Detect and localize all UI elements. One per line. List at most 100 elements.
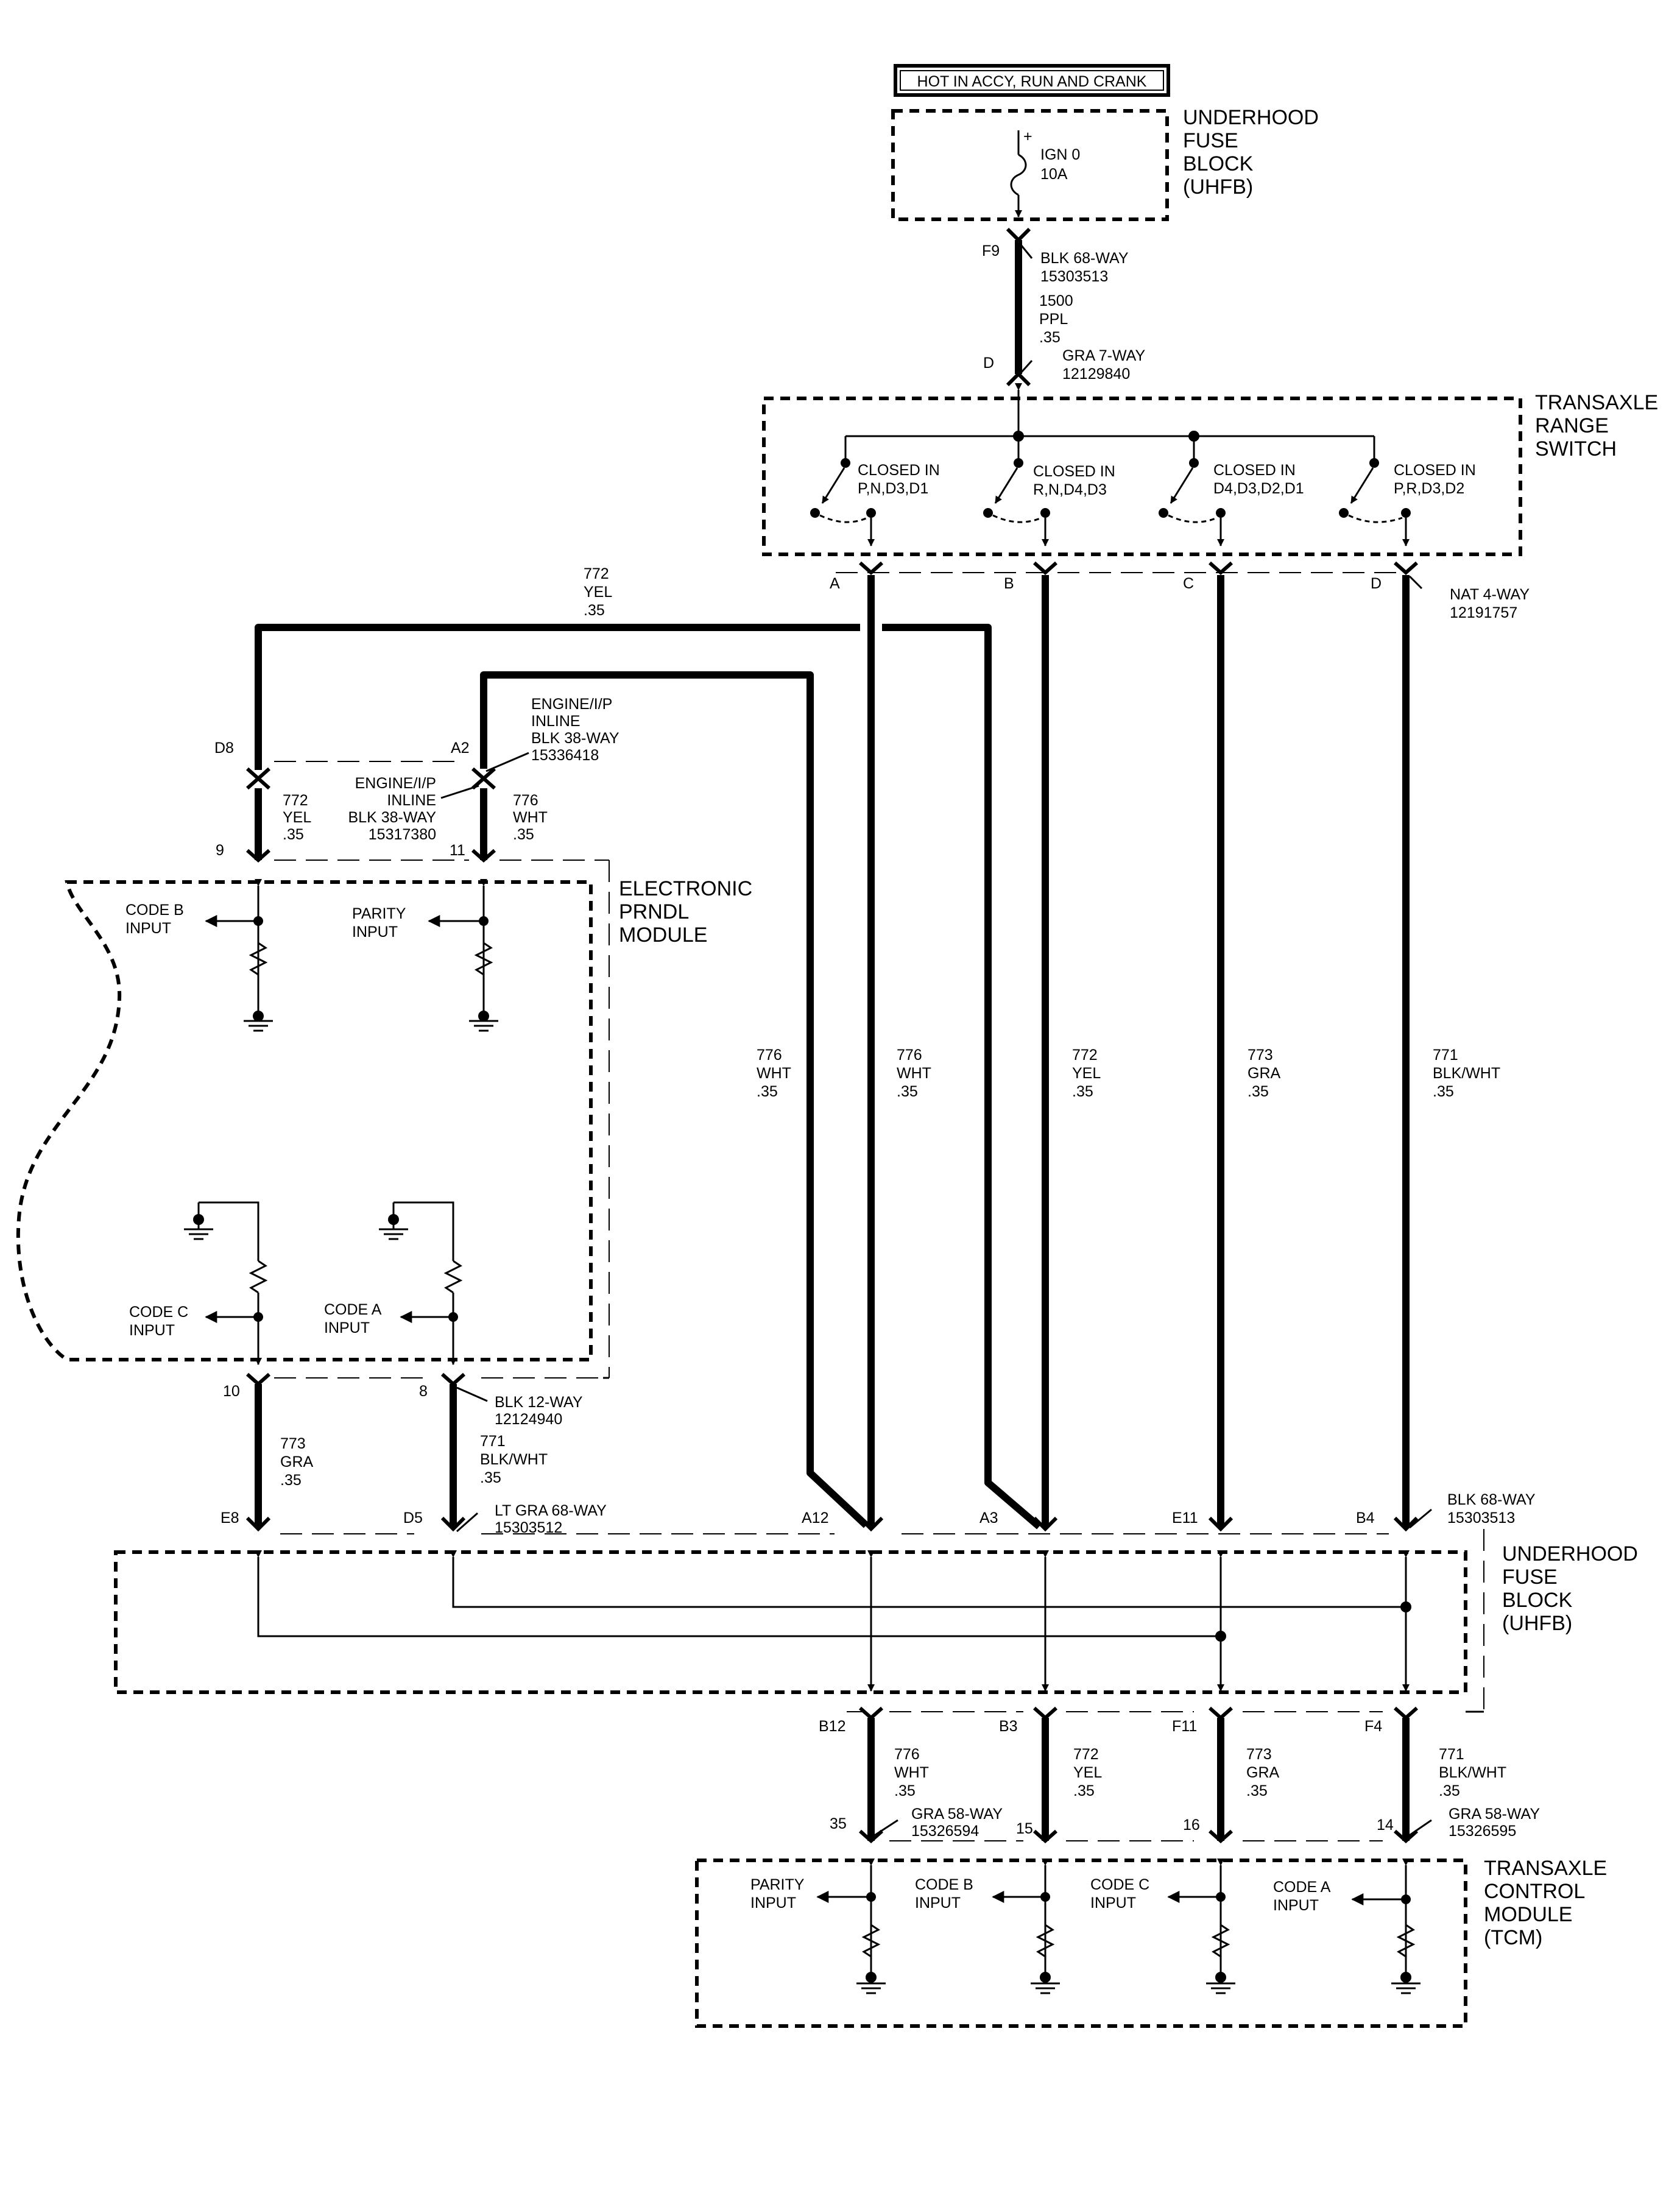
svg-text:E8: E8 [221,1509,239,1527]
svg-text:HOT IN ACCY, RUN AND CRANK: HOT IN ACCY, RUN AND CRANK [917,73,1147,90]
svg-text:F11: F11 [1172,1718,1197,1735]
svg-text:.35: .35 [584,602,605,619]
svg-text:BLK 68-WAY: BLK 68-WAY [1040,250,1129,267]
svg-text:GRA: GRA [1248,1065,1281,1082]
svg-text:A12: A12 [802,1509,828,1527]
uhfb-bottom-box [114,1550,1467,1694]
svg-text:772: 772 [1073,1746,1099,1763]
svg-text:B4: B4 [1356,1509,1375,1527]
svg-text:A2: A2 [451,740,470,757]
prndl-code-a-input: CODE A INPUT [324,1201,463,1365]
svg-text:INPUT: INPUT [352,923,398,941]
svg-text:12129840: 12129840 [1062,365,1130,383]
svg-text:.35: .35 [1248,1083,1269,1100]
svg-text:IGN 0: IGN 0 [1040,146,1080,163]
tcm-code-a-input: CODE A INPUT [1273,1859,1421,1994]
range-switch-contacts [810,383,1411,546]
prndl-module-box [16,860,610,1379]
mid-wire-labels: 776 WHT .35 776 WHT .35 772 YEL .35 773 … [757,1047,1500,1100]
svg-text:GRA: GRA [280,1453,314,1470]
uhfb-bottom-internal [255,1550,1411,1692]
svg-text:+: + [1023,128,1032,145]
inline-connector-38: D8 A2 ENGINE/I/P INLINE BLK 38-WAY 15336… [214,696,619,863]
svg-text:771: 771 [1439,1746,1464,1763]
prndl-parity-input: PARITY INPUT [352,879,498,1032]
svg-text:INPUT: INPUT [129,1322,175,1339]
prndl-bottom-connector: 10 8 BLK 12-WAY 12124940 773 GRA .35 771… [223,1372,603,1532]
prndl-code-c-input: CODE C INPUT [129,1201,268,1365]
svg-text:INPUT: INPUT [1273,1897,1319,1914]
svg-text:10A: 10A [1040,166,1068,183]
svg-text:GRA 7-WAY: GRA 7-WAY [1062,347,1145,364]
svg-text:10: 10 [223,1383,240,1400]
svg-text:773: 773 [1246,1746,1272,1763]
svg-text:R,N,D4,D3: R,N,D4,D3 [1033,481,1107,498]
svg-text:.35: .35 [1439,1782,1460,1799]
svg-text:14: 14 [1377,1816,1394,1834]
svg-text:YEL: YEL [283,809,311,826]
svg-text:INPUT: INPUT [1090,1894,1136,1912]
svg-text:8: 8 [419,1383,428,1400]
svg-text:CLOSED IN: CLOSED IN [858,462,940,479]
svg-text:CLOSED IN: CLOSED IN [1213,462,1296,479]
svg-text:15336418: 15336418 [531,747,599,764]
svg-text:771: 771 [480,1433,506,1450]
svg-text:9: 9 [216,842,224,859]
svg-text:INPUT: INPUT [750,1894,796,1912]
svg-text:PARITY: PARITY [352,905,406,922]
svg-text:D5: D5 [403,1509,423,1527]
svg-text:.35: .35 [1433,1083,1454,1100]
tcm-code-c-input: CODE C INPUT [1090,1859,1235,1994]
range-switch-box [762,397,1522,556]
svg-text:WHT: WHT [897,1065,931,1082]
svg-text:CODE A: CODE A [1273,1879,1331,1896]
svg-text:15303512: 15303512 [495,1519,562,1536]
uhfb-bottom-title: UNDERHOOD FUSE BLOCK (UHFB) [1502,1542,1643,1635]
svg-text:776: 776 [897,1047,922,1064]
svg-text:CODE A: CODE A [324,1301,382,1318]
svg-text:GRA 58-WAY: GRA 58-WAY [911,1806,1003,1823]
svg-text:D: D [983,355,994,372]
svg-text:D4,D3,D2,D1: D4,D3,D2,D1 [1213,480,1304,497]
uhfb-to-tcm-wires: B12 B3 F11 F4 776 WHT .35 772 YEL .35 77… [819,1706,1540,1844]
wire-776-wht-top [480,671,869,1528]
svg-text:YEL: YEL [1072,1065,1101,1082]
svg-text:15303513: 15303513 [1040,268,1108,285]
svg-text:772: 772 [283,792,308,809]
trs-output-wires [858,561,1419,1532]
svg-text:35: 35 [830,1815,847,1832]
svg-text:INLINE: INLINE [387,792,436,809]
svg-text:15326594: 15326594 [911,1823,979,1840]
svg-text:CODE C: CODE C [129,1304,188,1321]
svg-text:BLK/WHT: BLK/WHT [480,1451,548,1468]
svg-text:15303513: 15303513 [1447,1509,1515,1527]
svg-text:NAT 4-WAY: NAT 4-WAY [1450,586,1530,603]
svg-text:GRA 58-WAY: GRA 58-WAY [1449,1806,1540,1823]
svg-text:B: B [1004,575,1014,592]
svg-text:.35: .35 [480,1469,501,1486]
svg-text:INPUT: INPUT [324,1319,370,1336]
svg-text:INPUT: INPUT [125,920,171,937]
svg-text:771: 771 [1433,1047,1458,1064]
range-switch-labels: CLOSED IN P,N,D3,D1 CLOSED IN R,N,D4,D3 … [830,462,1530,621]
svg-text:YEL: YEL [1073,1764,1102,1781]
svg-text:GRA: GRA [1246,1764,1280,1781]
svg-text:A: A [830,575,840,592]
uhfb-top-title: UNDERHOOD FUSE BLOCK (UHFB) [1183,106,1324,199]
tcm-box [695,1859,1467,2028]
svg-text:.35: .35 [894,1782,916,1799]
ign0-fuse: + IGN 0 10A [1010,128,1080,217]
svg-text:INLINE: INLINE [531,713,581,730]
svg-text:F9: F9 [982,242,1000,259]
svg-text:.35: .35 [513,826,534,843]
svg-text:773: 773 [1248,1047,1273,1064]
svg-text:CLOSED IN: CLOSED IN [1033,463,1115,480]
svg-text:776: 776 [757,1047,782,1064]
svg-text:ENGINE/I/P: ENGINE/I/P [355,775,436,792]
svg-text:773: 773 [280,1435,306,1452]
tcm-parity-input: PARITY INPUT [750,1859,886,1994]
svg-text:776: 776 [513,792,538,809]
svg-text:WHT: WHT [894,1764,929,1781]
prndl-module-title: ELECTRONIC PRNDL MODULE [619,877,758,947]
